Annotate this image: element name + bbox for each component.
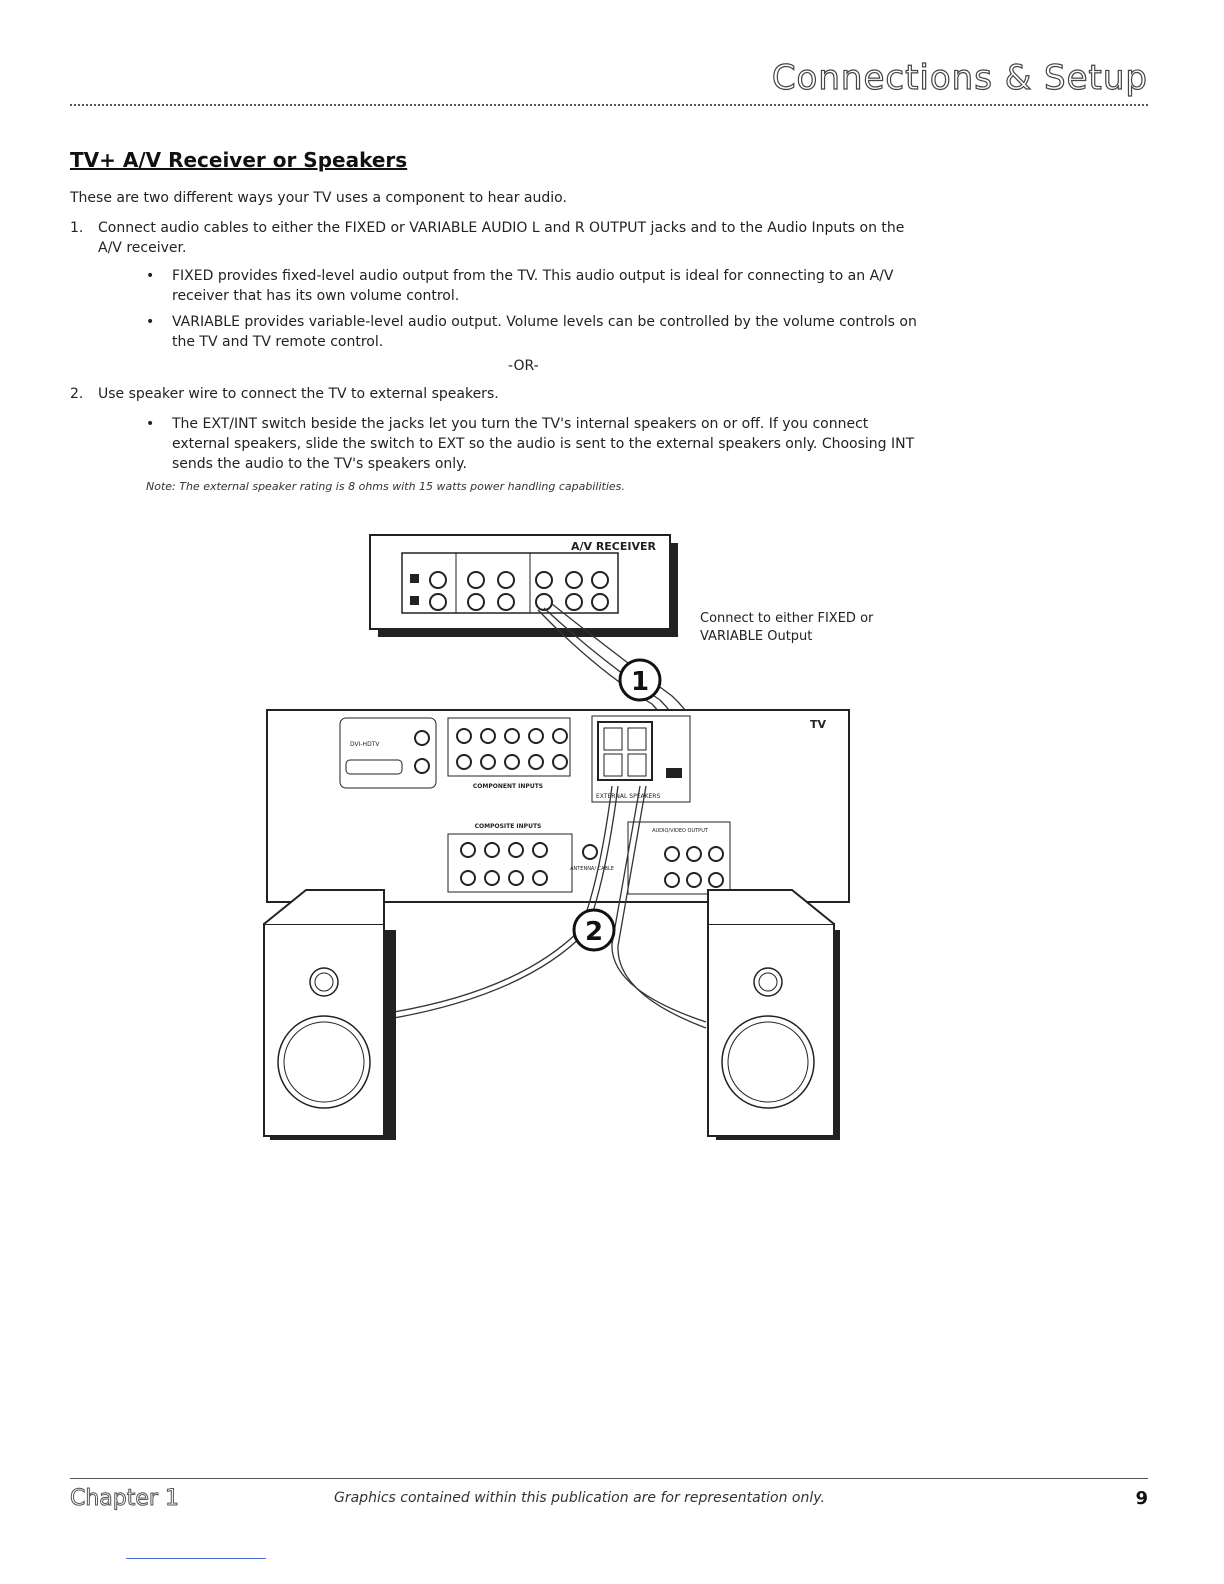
svg-text:EXTERNAL SPEAKERS: EXTERNAL SPEAKERS	[596, 793, 660, 800]
bullet-variable: • VARIABLE provides variable-level audio…	[146, 312, 926, 352]
svg-text:COMPONENT INPUTS: COMPONENT INPUTS	[473, 783, 543, 790]
step-text: Use speaker wire to connect the TV to ex…	[98, 386, 499, 402]
step-number: 2.	[70, 386, 84, 402]
footer-chapter: Chapter 1	[70, 1486, 180, 1512]
footer-rule	[70, 1478, 1148, 1479]
left-speaker	[263, 889, 396, 1140]
header-rule	[70, 104, 1148, 106]
bullet-dot: •	[146, 314, 155, 330]
bullet-text: VARIABLE provides variable-level audio o…	[172, 314, 917, 350]
intro-text: These are two different ways your TV use…	[70, 190, 567, 206]
svg-text:1: 1	[631, 667, 649, 697]
svg-text:AUDIO/VIDEO OUTPUT: AUDIO/VIDEO OUTPUT	[652, 828, 709, 834]
av-receiver: A/V RECEIVER	[369, 534, 678, 637]
svg-text:DVI-HDTV: DVI-HDTV	[350, 741, 380, 748]
page-header-title: Connections & Setup	[771, 57, 1148, 98]
svg-text:COMPOSITE INPUTS: COMPOSITE INPUTS	[475, 823, 542, 830]
diagram-callout: Connect to either FIXED or VARIABLE Outp…	[700, 611, 874, 644]
tv-label: TV	[810, 718, 827, 731]
step-text: Connect audio cables to either the FIXED…	[98, 220, 905, 256]
bullet-text: The EXT/INT switch beside the jacks let …	[172, 416, 915, 472]
step-number: 1.	[70, 220, 84, 236]
step-1: 1. Connect audio cables to either the FI…	[70, 218, 930, 258]
page-number: 9	[1135, 1488, 1148, 1509]
bullet-ext-int: • The EXT/INT switch beside the jacks le…	[146, 414, 926, 474]
svg-text:ANTENNA/ CABLE: ANTENNA/ CABLE	[570, 866, 614, 872]
bullet-dot: •	[146, 416, 155, 432]
speaker-rating-note: Note: The external speaker rating is 8 o…	[146, 480, 625, 493]
receiver-label: A/V RECEIVER	[571, 540, 657, 553]
step-2: 2. Use speaker wire to connect the TV to…	[70, 384, 930, 404]
svg-text:2: 2	[585, 917, 603, 947]
marker-1: 1	[618, 658, 662, 702]
bullet-text: FIXED provides fixed-level audio output …	[172, 268, 894, 304]
section-title: TV+ A/V Receiver or Speakers	[70, 148, 408, 172]
or-separator: -OR-	[508, 358, 539, 374]
footer-note: Graphics contained within this publicati…	[334, 1490, 825, 1506]
decorative-line	[126, 1558, 266, 1559]
tv-back-panel: TV DVI-HDTV COMPONENT INPUTS EXTERNAL SP…	[266, 709, 850, 903]
marker-2: 2	[572, 908, 616, 952]
bullet-dot: •	[146, 268, 155, 284]
bullet-fixed: • FIXED provides fixed-level audio outpu…	[146, 266, 926, 306]
right-speaker	[707, 889, 840, 1140]
